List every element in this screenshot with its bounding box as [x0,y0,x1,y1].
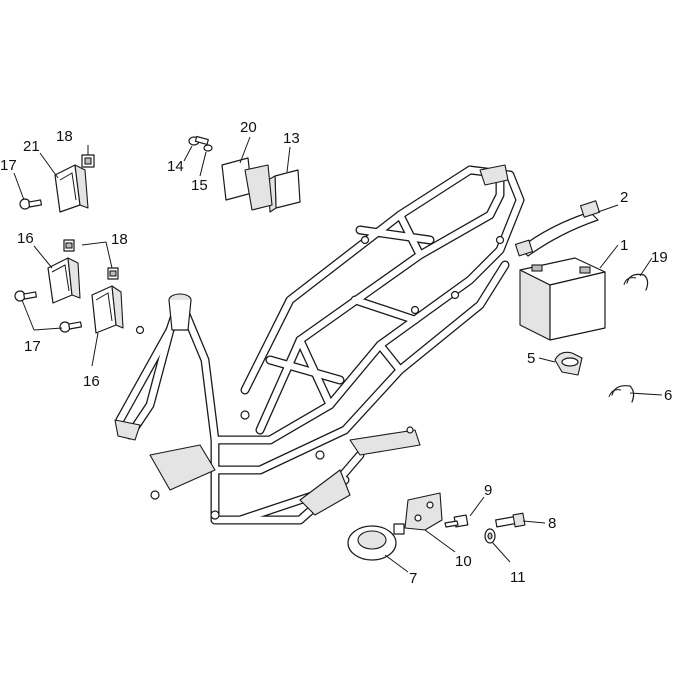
scooter-frame [114,164,525,525]
callout-10: 10 [455,553,472,570]
rear-bracket [349,429,421,456]
callout-17-mid: 17 [24,338,41,355]
screw-17-b [59,321,83,333]
clip-6 [608,385,635,403]
relay-cover-13 [267,169,301,213]
callout-20: 20 [240,119,257,136]
callout-16-bottom: 16 [83,373,100,390]
clip-18-mid-b [107,267,119,280]
ring-clip-19 [623,273,649,291]
washer-11 [484,528,496,544]
battery-strap [514,200,601,257]
leader-lines [13,136,663,573]
screw-14 [188,135,209,146]
callout-8: 8 [548,515,556,532]
callout-18-mid: 18 [111,231,128,248]
callout-14: 14 [167,158,184,175]
clip-18-top [81,154,95,168]
battery [519,257,606,341]
relay-holder-16-b [91,285,124,334]
screw-17-top [19,198,43,210]
callout-6: 6 [664,387,672,404]
callout-16-top: 16 [17,230,34,247]
callout-2: 2 [620,189,628,206]
callout-7: 7 [409,570,417,587]
callout-9: 9 [484,482,492,499]
bolt-8 [495,512,526,528]
relay-holder-16-a [47,257,81,304]
horn-bracket [404,492,443,531]
callout-13: 13 [283,130,300,147]
horn [347,523,405,561]
rubber-mount-5 [554,351,583,376]
relay-holder-21 [54,164,89,213]
clip-18-mid-a [63,239,75,252]
callout-15: 15 [191,177,208,194]
relay-20 [221,157,273,211]
bolt-9 [444,514,469,528]
washer-15 [203,144,213,152]
engine-mount-plate [149,444,216,491]
callout-21: 21 [23,138,40,155]
callout-11: 11 [510,569,526,586]
callout-5: 5 [527,350,535,367]
callout-19: 19 [651,249,668,266]
callout-18-top: 18 [56,128,73,145]
screw-17-a [14,290,38,302]
callout-labels: 1 2 19 5 6 7 8 9 10 11 13 14 15 20 18 21… [0,119,672,587]
callout-17-top: 17 [0,157,17,174]
callout-1: 1 [620,237,628,254]
